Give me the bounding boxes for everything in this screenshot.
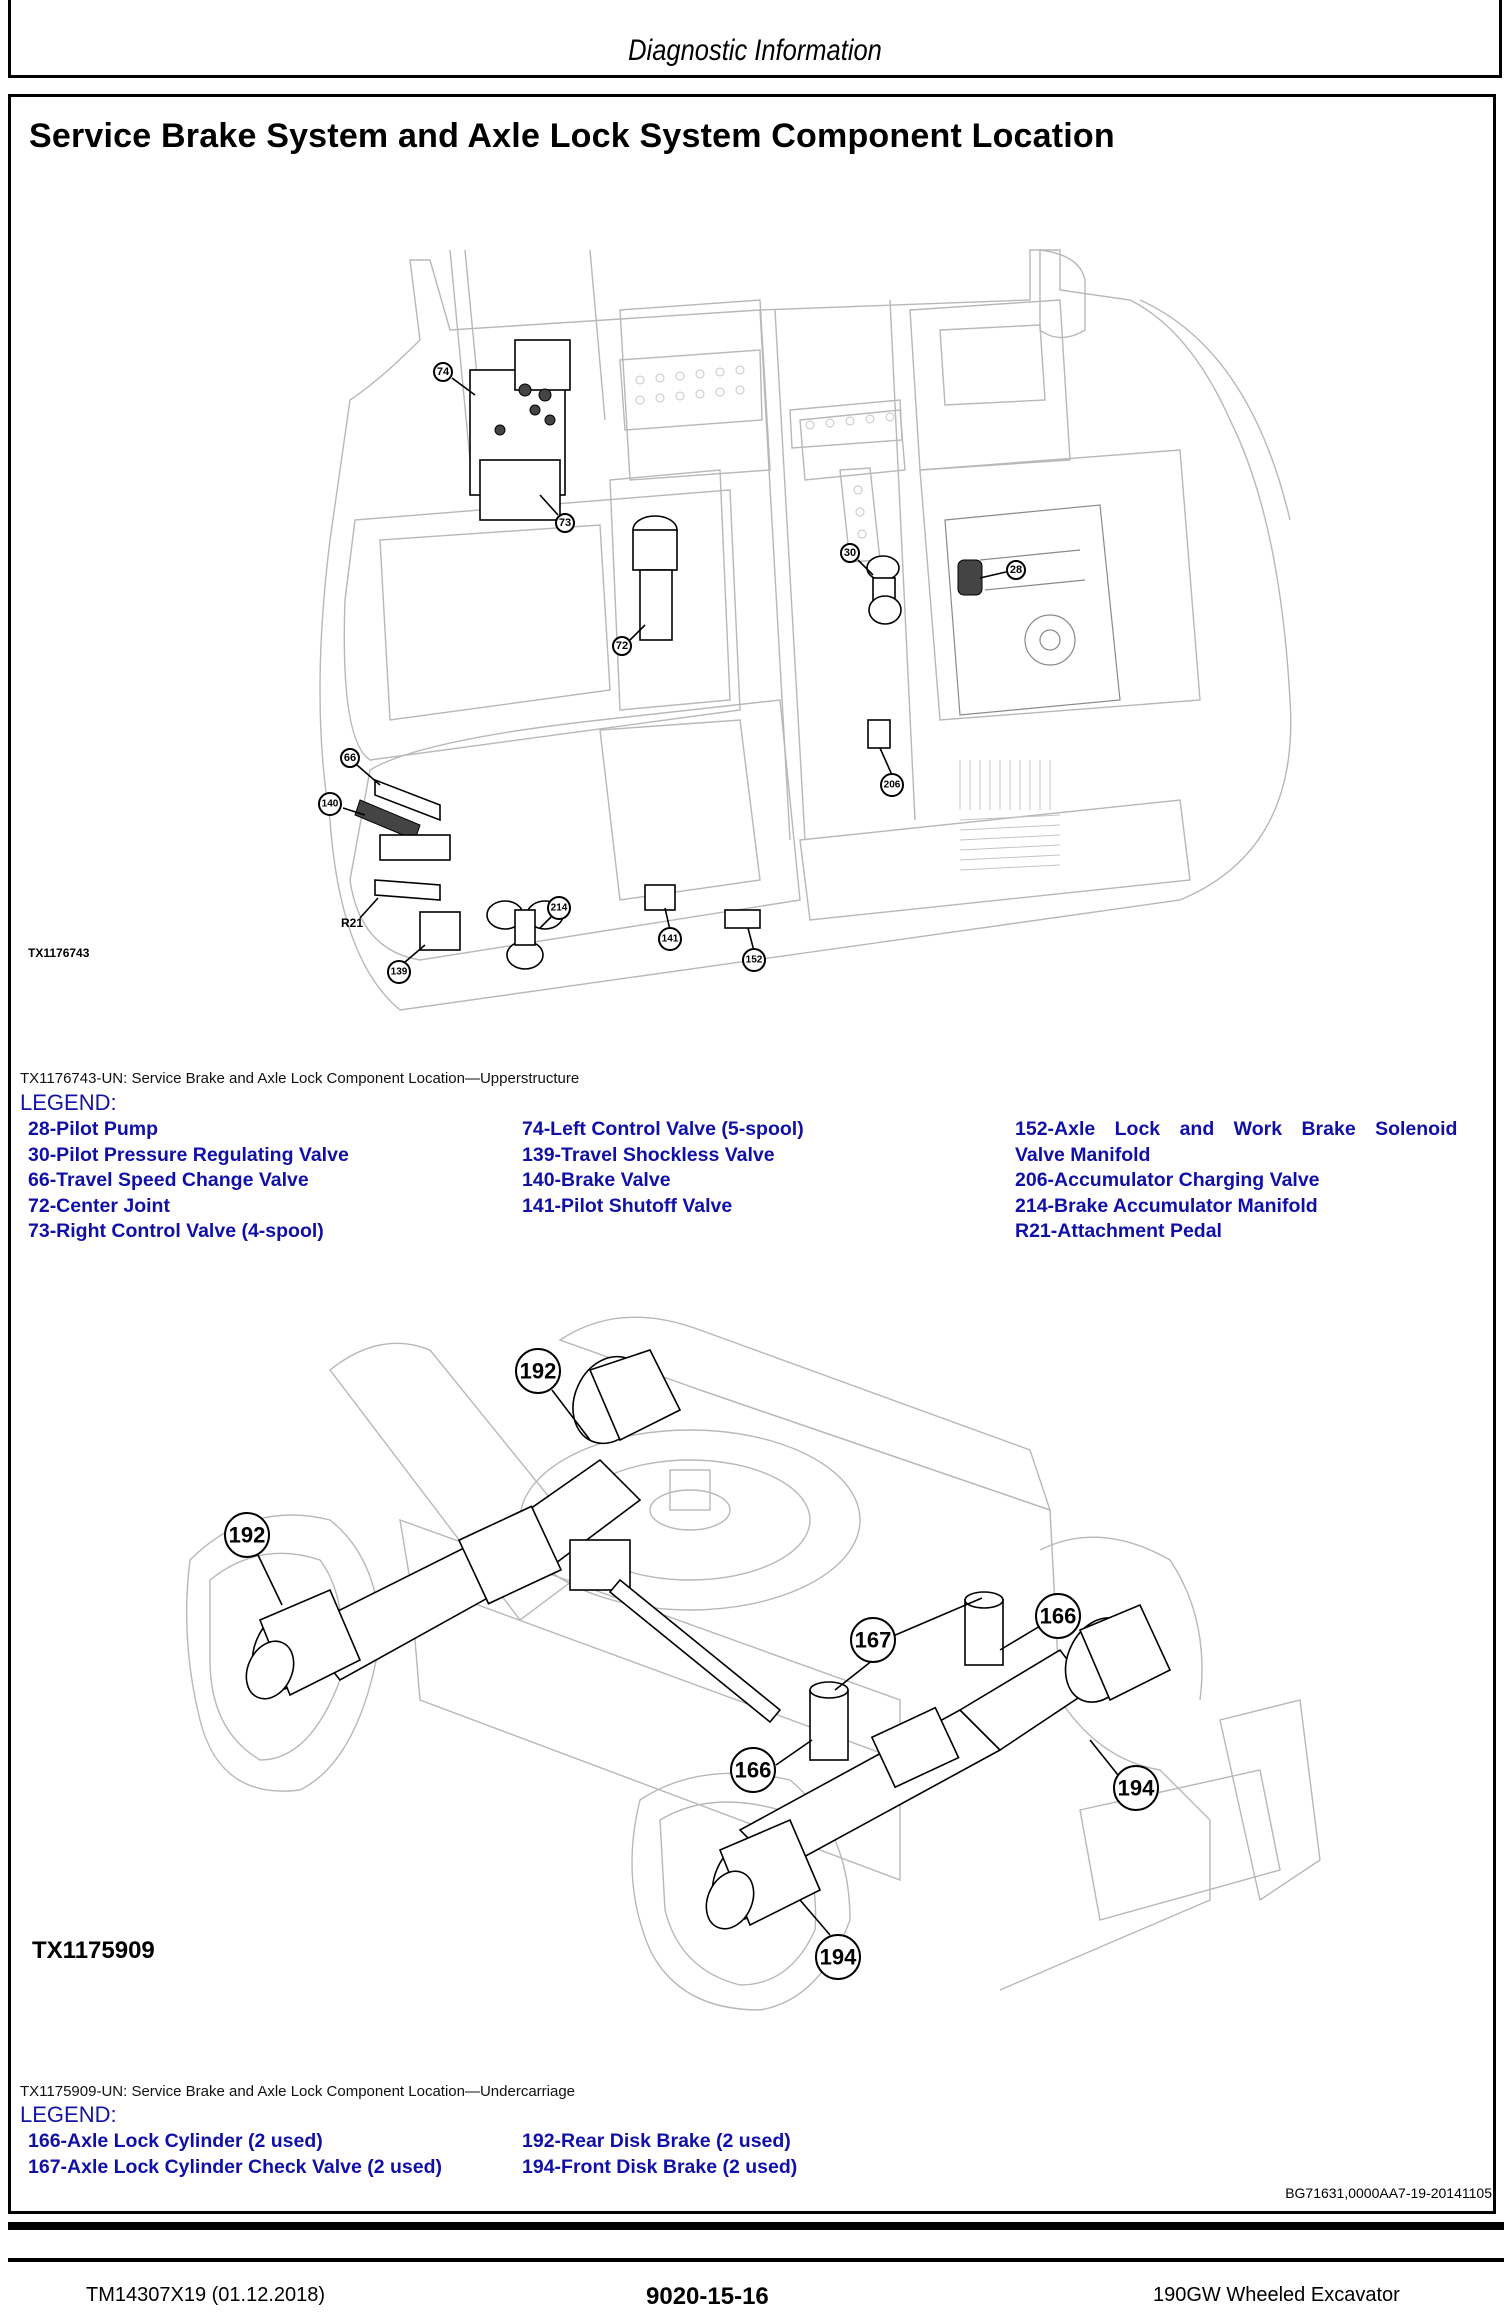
svg-text:28: 28	[1010, 564, 1022, 576]
legend-heading-undercarriage: LEGEND:	[20, 2102, 117, 2127]
legend-item: 214-Brake Accumulator Manifold	[1015, 1194, 1318, 1217]
section-title: Diagnostic Information	[628, 34, 882, 67]
figure-caption-upperstructure: TX1176743-UN: Service Brake and Axle Loc…	[20, 1070, 580, 1087]
legend-item: 141-Pilot Shutoff Valve	[522, 1194, 733, 1217]
figure-id-undercarriage: TX1175909	[32, 1937, 155, 1964]
callout-28: 28	[1006, 560, 1026, 580]
svg-text:74: 74	[437, 366, 450, 378]
callout-166-right: 166	[1035, 1593, 1081, 1639]
callout-72: 72	[612, 636, 632, 656]
svg-text:206: 206	[884, 780, 901, 791]
callout-167: 167	[850, 1617, 896, 1663]
legend-item: 66-Travel Speed Change Valve	[28, 1169, 309, 1191]
callout-194-right: 194	[1113, 1765, 1159, 1811]
legend-column-1: 28-Pilot Pump 30-Pilot Pressure Regulati…	[28, 1117, 349, 1245]
header-box: Diagnostic Information	[8, 0, 1502, 78]
legend-item: 139-Travel Shockless Valve	[522, 1143, 775, 1166]
legend-item: Valve Manifold	[1015, 1143, 1151, 1166]
legend-item: 206-Accumulator Charging Valve	[1015, 1169, 1320, 1191]
callout-141: 141	[658, 927, 682, 951]
svg-text:72: 72	[616, 640, 628, 652]
legend-item: 167-Axle Lock Cylinder Check Valve (2 us…	[28, 2155, 443, 2178]
callout-r21: R21	[341, 916, 363, 930]
legend-item: 192-Rear Disk Brake (2 used)	[522, 2130, 791, 2152]
svg-text:167: 167	[855, 1628, 892, 1653]
callout-192-left: 192	[224, 1512, 270, 1558]
svg-text:66: 66	[344, 752, 356, 764]
legend-item: 30-Pilot Pressure Regulating Valve	[28, 1143, 349, 1166]
legend-column-2: 74-Left Control Valve (5-spool) 139-Trav…	[522, 1117, 804, 1219]
callout-140: 140	[318, 792, 342, 816]
legend-item: 194-Front Disk Brake (2 used)	[522, 2155, 798, 2178]
page-title: Service Brake System and Axle Lock Syste…	[29, 117, 1115, 155]
svg-text:214: 214	[551, 903, 568, 914]
callout-192-rear: 192	[515, 1348, 561, 1394]
legend-column-3: 152-Axle Lock and Work Brake Solenoid Va…	[1015, 1117, 1457, 1245]
upperstructure-illustration: 74 73 72 30 28 206 66 140 R21 139 214 14…	[290, 240, 1320, 1030]
callout-214: 214	[547, 896, 571, 920]
svg-text:30: 30	[844, 547, 856, 559]
figure-id-upperstructure: TX1176743	[28, 946, 90, 960]
legend-item: 152-Axle Lock and Work Brake Solenoid	[1015, 1118, 1458, 1140]
svg-text:166: 166	[735, 1758, 772, 1783]
legend-heading-upperstructure: LEGEND:	[20, 1090, 117, 1115]
legend-item: 166-Axle Lock Cylinder (2 used)	[28, 2130, 323, 2152]
callout-166-left: 166	[730, 1747, 776, 1793]
legend-column-5: 192-Rear Disk Brake (2 used) 194-Front D…	[522, 2129, 797, 2180]
content-box: Service Brake System and Axle Lock Syste…	[8, 94, 1496, 2214]
svg-text:73: 73	[559, 517, 571, 529]
footer-page-number: 9020-15-16	[646, 2283, 769, 2310]
document-reference: BG71631,0000AA7-19-20141105	[1285, 2185, 1492, 2201]
svg-text:192: 192	[229, 1523, 266, 1548]
callout-73: 73	[555, 513, 575, 533]
legend-item: 140-Brake Valve	[522, 1169, 671, 1191]
legend-item: 28-Pilot Pump	[28, 1118, 159, 1140]
callout-194-bottom: 194	[815, 1934, 861, 1980]
svg-text:140: 140	[322, 799, 339, 810]
svg-text:194: 194	[1118, 1776, 1155, 1801]
svg-text:194: 194	[820, 1945, 857, 1970]
svg-text:141: 141	[662, 934, 679, 945]
footer-manual-id: TM14307X19 (01.12.2018)	[86, 2284, 326, 2306]
svg-text:139: 139	[391, 967, 408, 978]
footer-machine-name: 190GW Wheeled Excavator	[1153, 2284, 1400, 2306]
svg-text:152: 152	[746, 955, 763, 966]
legend-column-4: 166-Axle Lock Cylinder (2 used) 167-Axle…	[28, 2129, 442, 2180]
footer-divider-thin	[8, 2258, 1504, 2262]
callout-206: 206	[880, 773, 904, 797]
svg-text:166: 166	[1040, 1604, 1077, 1629]
legend-item: 73-Right Control Valve (4-spool)	[28, 1220, 324, 1242]
legend-item: 74-Left Control Valve (5-spool)	[522, 1118, 804, 1140]
callout-74: 74	[433, 362, 453, 382]
figure-caption-undercarriage: TX1175909-UN: Service Brake and Axle Loc…	[20, 2083, 576, 2100]
callout-139: 139	[387, 960, 411, 984]
callout-66: 66	[340, 748, 360, 768]
svg-text:R21: R21	[341, 916, 363, 930]
undercarriage-illustration: 192 192 167 166 166 194 194	[160, 1300, 1400, 2020]
callout-30: 30	[840, 543, 860, 563]
callout-152: 152	[742, 948, 766, 972]
footer-divider-thick	[8, 2222, 1504, 2230]
svg-text:192: 192	[520, 1359, 557, 1384]
legend-item: 72-Center Joint	[28, 1194, 170, 1217]
legend-item: R21-Attachment Pedal	[1015, 1220, 1222, 1242]
